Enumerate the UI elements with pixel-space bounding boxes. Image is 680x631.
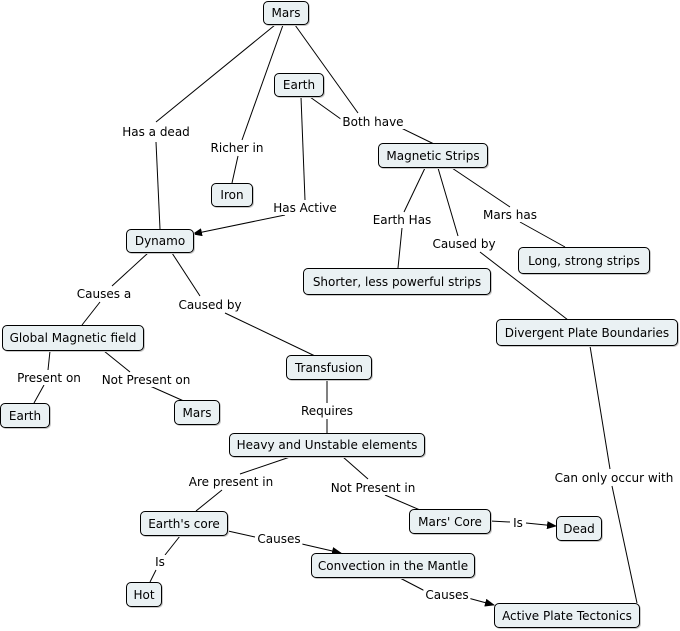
line-notpresenton-mars [149,385,187,403]
node-mars-core[interactable]: Mars' Core [409,509,491,534]
node-magnetic-strips[interactable]: Magnetic Strips [378,143,488,168]
link-label-not-present-in: Not Present in [328,481,418,495]
line-global-notpresenton [103,350,131,373]
node-mars-bottom[interactable]: Mars [174,400,220,425]
link-label-caused-by-strips: Caused by [430,237,498,251]
line-strips-causedby [437,167,459,237]
line-arepresentin-earthscore [195,489,223,512]
line-richerin-iron [231,155,239,184]
link-label-is-dead: Is [511,516,525,530]
line-divergent-canonly [589,345,611,470]
link-label-has-active: Has Active [271,201,339,215]
line-earthhas-shorter [397,227,403,269]
node-earth-top[interactable]: Earth [274,73,324,97]
node-divergent-plate-boundaries[interactable]: Divergent Plate Boundaries [496,319,678,346]
line-heavy-notpresentin [342,456,369,480]
line-dynamo-causesa [111,252,149,287]
line-heavy-arepresentin [239,456,291,475]
node-earths-core[interactable]: Earth's core [140,511,228,536]
link-label-causes-a: Causes a [74,287,134,301]
line-causedby-divergent [479,251,569,321]
node-mars[interactable]: Mars [263,1,309,25]
line-mars-richerin [241,24,284,141]
link-label-are-present-in: Are present in [186,475,276,489]
node-iron[interactable]: Iron [211,183,253,207]
node-hot[interactable]: Hot [126,582,162,607]
line-marshas-long [519,221,566,248]
line-strips-earthhas [403,167,426,213]
line-canonly-active [611,485,638,604]
node-earth-bottom[interactable]: Earth [0,403,50,428]
line-causes-active [467,597,495,607]
node-dead[interactable]: Dead [556,516,602,541]
node-heavy-unstable-elements[interactable]: Heavy and Unstable elements [229,433,425,457]
line-causesa-global [81,301,101,326]
line-earth-bothhave [309,96,346,123]
link-label-both-have: Both have [340,115,406,129]
line-notpresentin-marscore [384,494,421,511]
node-shorter-strips[interactable]: Shorter, less powerful strips [303,268,491,295]
node-active-plate-tectonics[interactable]: Active Plate Tectonics [494,603,640,628]
line-is-dead [525,521,557,530]
line-strips-marshas [451,167,511,208]
line-is-hot [149,569,157,583]
line-earthscore-causes [227,530,256,538]
link-label-causes-convection: Causes [255,532,303,546]
link-label-not-present-on: Not Present on [99,373,193,387]
line-causes-convection [301,543,342,555]
link-label-richer-in: Richer in [208,141,266,155]
line-marscore-is [489,520,511,523]
line-earthscore-is [164,535,181,556]
line-earth-hasactive [300,96,306,201]
node-dynamo[interactable]: Dynamo [126,229,194,253]
link-label-present-on: Present on [15,371,83,385]
node-global-magnetic-field[interactable]: Global Magnetic field [2,325,144,351]
line-causedby-transfusion [224,312,316,357]
link-label-caused-by-dynamo: Caused by [176,298,244,312]
link-label-mars-has: Mars has [481,208,539,222]
node-convection-mantle[interactable]: Convection in the Mantle [311,553,475,578]
line-global-presenton [47,350,51,371]
line-dynamo-causedby [171,252,201,297]
link-label-has-a-dead: Has a dead [120,125,192,139]
line-hasactive-dynamo [192,214,286,237]
link-label-earth-has: Earth Has [370,213,434,227]
line-mars-bothhave [294,24,359,114]
link-label-causes-plate: Causes [423,588,471,602]
link-label-can-only-occur-with: Can only occur with [552,471,676,485]
link-label-is-hot: Is [153,555,167,569]
link-label-requires: Requires [298,404,356,418]
line-convection-causes [399,577,426,592]
node-transfusion[interactable]: Transfusion [286,355,372,380]
node-long-strips[interactable]: Long, strong strips [518,247,650,274]
line-hasadead-dynamo [155,141,161,230]
line-mars-hasadead [155,24,276,123]
line-presenton-earth [33,384,45,404]
